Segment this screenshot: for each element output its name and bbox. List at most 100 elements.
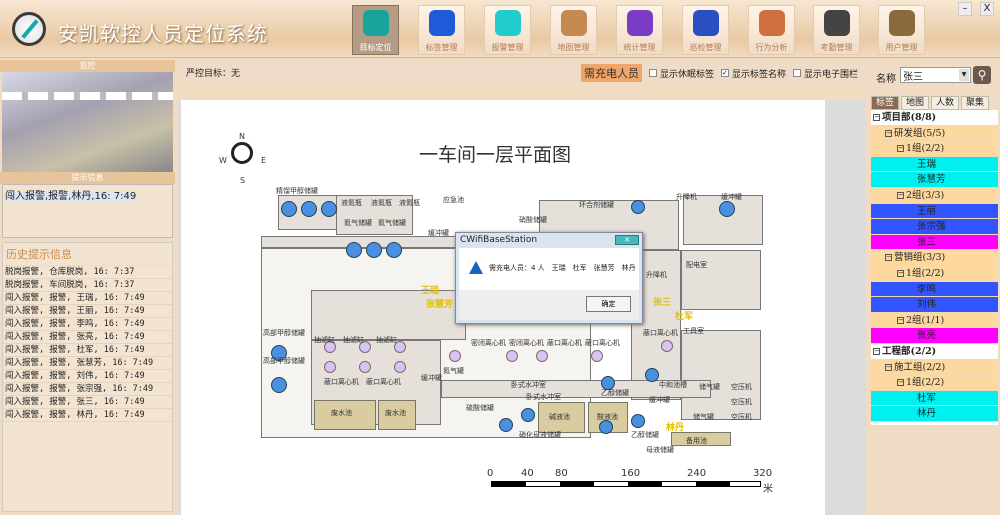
nav-button-5[interactable]: 巡检管理 (682, 5, 729, 55)
tree-group[interactable]: −1组(2/2) (871, 141, 998, 157)
tree-person[interactable]: 王瑞 (871, 156, 998, 173)
tree-label: 1组(2/2) (906, 143, 945, 155)
tree-label: 2组(1/1) (906, 314, 945, 326)
collapse-icon[interactable]: − (897, 144, 904, 153)
tree-person[interactable]: 李鸣 (871, 281, 998, 298)
nav-label: 巡检管理 (689, 43, 722, 52)
person-marker[interactable]: 林丹 (666, 423, 685, 433)
tree-group[interactable]: −工程部(2/2) (871, 343, 998, 360)
tree-person[interactable]: 张三 (871, 234, 998, 251)
collapse-icon[interactable]: − (897, 315, 904, 324)
tree-person[interactable]: 王丽 (871, 203, 998, 220)
nav-button-8[interactable]: 用户管理 (878, 5, 925, 55)
tree-group[interactable]: −1组(2/2) (871, 265, 998, 282)
tank (321, 201, 337, 217)
name-label: 名称 (876, 74, 896, 85)
tree-group[interactable]: −施工组(2/2) (871, 359, 998, 376)
tree-person[interactable]: 刘伟 (871, 297, 998, 313)
map-label: 缓冲罐 (421, 374, 442, 382)
chevron-down-icon[interactable]: ▼ (959, 69, 969, 81)
nav-icon (758, 10, 785, 36)
map-structure (378, 400, 416, 430)
person-marker[interactable]: 张三 (653, 298, 672, 308)
current-tip: 闯入报警,报警,林丹,16: 7:49 (2, 184, 173, 238)
map-label: 废水池 (385, 409, 406, 417)
search-button[interactable]: ⚲ (973, 66, 991, 84)
map-label: 乙醇储罐 (601, 389, 629, 397)
map-label: 缓冲罐 (428, 229, 449, 237)
collapse-icon[interactable]: − (885, 128, 892, 137)
close-button[interactable]: X (980, 2, 994, 16)
collapse-icon[interactable]: − (885, 362, 892, 371)
nav-icon (494, 10, 521, 36)
tree-label: 1组(2/2) (906, 267, 945, 279)
centrifuge (591, 350, 603, 362)
tree-person[interactable]: 杜军 (871, 390, 998, 407)
map-label: 卧式水冲室 (526, 393, 561, 401)
tree-person[interactable]: 张亮 (871, 328, 998, 344)
nav-button-3[interactable]: 地图管理 (550, 5, 597, 55)
scale-tick: 320 (753, 468, 773, 479)
person-marker[interactable]: 杜军 (675, 312, 694, 322)
map-label: 应急池 (443, 196, 464, 204)
tree-group[interactable]: −营销组(3/3) (871, 250, 998, 266)
show-name-checkbox[interactable]: ✓ (720, 69, 729, 77)
dialog-ok-button[interactable]: 确定 (586, 296, 631, 312)
person-marker[interactable]: 王瑞 (421, 286, 440, 296)
tree-group[interactable]: −2组(1/1) (871, 312, 998, 329)
camera-feed[interactable] (2, 72, 173, 172)
collapse-icon[interactable]: − (873, 113, 880, 121)
centrifuge (394, 361, 406, 373)
tree-group[interactable]: −2组(3/3) (871, 187, 998, 204)
nav-button-0[interactable]: 目标定位 (352, 5, 399, 55)
centrifuge (394, 341, 406, 353)
show-fence-label: 显示电子围栏 (803, 69, 858, 80)
collapse-icon[interactable]: − (897, 190, 904, 199)
person-marker[interactable]: 张慧芳 (426, 300, 454, 310)
nav-button-6[interactable]: 行为分析 (748, 5, 795, 55)
show-sleep-checkbox[interactable] (648, 69, 657, 77)
tree-person[interactable]: 张宗强 (871, 219, 998, 235)
control-target: 严控目标：无 (186, 69, 241, 79)
collapse-icon[interactable]: − (897, 268, 904, 277)
tab-0[interactable]: 标签 (871, 96, 899, 110)
tree-label: 李鸣 (917, 283, 937, 295)
nav-button-7[interactable]: 考勤管理 (813, 5, 860, 55)
scale-bar (491, 481, 761, 487)
collapse-icon[interactable]: − (873, 346, 880, 355)
centrifuge (324, 341, 336, 353)
history-item: 闯入报警, 报警, 李鸣, 16: 7:49 (3, 318, 172, 331)
map-title: 一车间一层平面图 (419, 144, 572, 166)
tree-person[interactable]: 张慧芳 (871, 172, 998, 188)
tank (631, 414, 645, 428)
tank (601, 376, 615, 390)
history-item: 闯入报警, 报警, 王丽, 16: 7:49 (3, 305, 172, 318)
tab-3[interactable]: 聚集 (961, 96, 989, 110)
minimize-button[interactable]: – (958, 2, 972, 16)
dialog-close-button[interactable]: ✕ (615, 235, 639, 245)
tree-person[interactable]: 林丹 (871, 406, 998, 422)
tab-2[interactable]: 人数 (931, 96, 959, 110)
map-label: 硝化母液储罐 (519, 431, 561, 439)
collapse-icon[interactable]: − (897, 378, 904, 387)
history-item: 闯入报警, 报警, 张宗强, 16: 7:49 (3, 383, 172, 396)
nav-button-2[interactable]: 报警管理 (484, 5, 531, 55)
nav-button-1[interactable]: 标签管理 (418, 5, 465, 55)
nav-label: 行为分析 (755, 43, 788, 52)
nav-label: 标签管理 (425, 43, 458, 52)
map-label: 升降机 (646, 271, 667, 279)
tree-group[interactable]: −1组(2/2) (871, 375, 998, 391)
name-select[interactable]: 张三▼ (900, 67, 971, 83)
tree-label: 林丹 (917, 408, 937, 420)
tab-1[interactable]: 地图 (901, 96, 929, 110)
tree-label: 张亮 (917, 330, 937, 342)
show-fence-checkbox[interactable] (792, 69, 801, 77)
nav-button-4[interactable]: 统计管理 (616, 5, 663, 55)
charge-needed-button[interactable]: 需充电人员 (580, 64, 642, 82)
history-item: 闯入报警, 报警, 王瑞, 16: 7:49 (3, 292, 172, 305)
collapse-icon[interactable]: − (885, 253, 892, 262)
centrifuge (449, 350, 461, 362)
tree-group[interactable]: −项目部(8/8) (871, 110, 998, 126)
tree-label: 刘伟 (917, 299, 937, 311)
tree-group[interactable]: −研发组(5/5) (871, 125, 998, 142)
